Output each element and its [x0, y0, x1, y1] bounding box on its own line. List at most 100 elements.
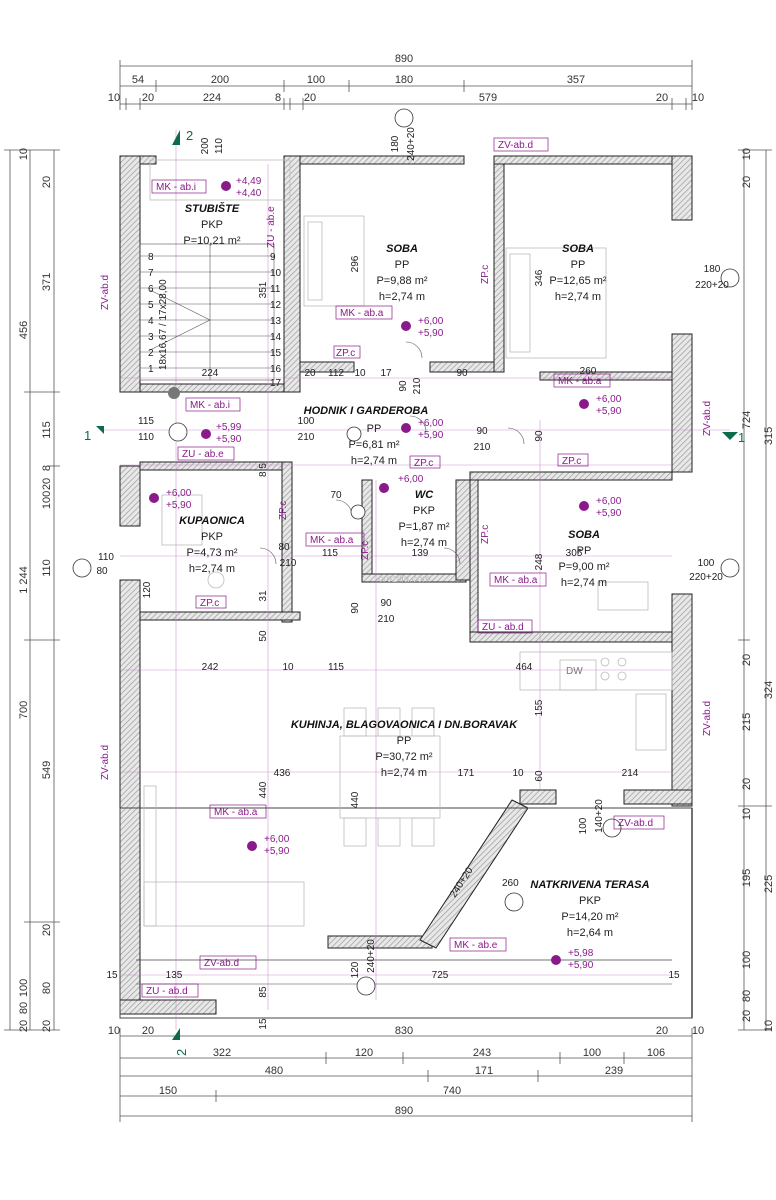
tag-label: MK - ab.i — [156, 182, 196, 193]
room-area: P=30,72 m² — [375, 751, 433, 763]
window-dim: 180 — [704, 264, 721, 275]
level-value: +4,40 — [236, 188, 262, 199]
dim-left-total: 1 244 — [18, 566, 30, 594]
room-floor: PP — [395, 259, 410, 271]
dim-left: 8 — [41, 465, 53, 471]
watermark: crozilla.com — [378, 574, 431, 585]
inner-dim: 725 — [432, 970, 449, 981]
dim-bottom-total: 890 — [395, 1105, 413, 1117]
room-height: h=2,74 m — [189, 563, 235, 575]
dim-left: 80 — [18, 1002, 30, 1014]
dim-right: 10 — [741, 148, 753, 160]
tag-boxes — [141, 137, 665, 998]
dim-right: 20 — [741, 176, 753, 188]
door-dim: 240+20 — [366, 939, 377, 973]
dim-bottom-row4: 150 — [159, 1085, 177, 1097]
inner-dim: 224 — [202, 368, 219, 379]
dim-top-row1: 200 — [211, 74, 229, 86]
level-value: +5,90 — [596, 508, 622, 519]
tag-label: ZP.c — [200, 598, 219, 609]
inner-dim: 260 — [580, 366, 597, 377]
inner-dim: 15 — [258, 1018, 269, 1030]
room-floor: PKP — [201, 531, 223, 543]
door-dim: 120 — [350, 961, 361, 978]
room-soba2: SOBA PP P=12,65 m² h=2,74 m — [549, 243, 607, 303]
dim-bottom-row1: 10 — [692, 1025, 704, 1037]
stair-step: 12 — [270, 300, 282, 311]
dim-left: 80 — [41, 982, 53, 994]
room-name: HODNIK I GARDEROBA — [304, 405, 429, 417]
dim-left: 110 — [41, 559, 53, 577]
inner-dim: 305 — [566, 548, 583, 559]
tag-label: MK - ab.i — [190, 400, 230, 411]
inner-dim: 464 — [516, 662, 533, 673]
dim-top-row2: 20 — [142, 92, 154, 104]
dim-right: 215 — [741, 713, 753, 731]
inner-dim: 346 — [534, 269, 545, 286]
room-area: P=9,88 m² — [376, 275, 427, 287]
door-dim: 90 — [380, 598, 392, 609]
room-name: KUPAONICA — [179, 515, 245, 527]
door-dim: 210 — [280, 558, 297, 569]
tag-label: ZV-ab.d — [702, 701, 713, 736]
dim-right: 724 — [741, 411, 753, 429]
tag-label: ZU - ab.d — [146, 986, 188, 997]
dim-right: 315 — [763, 427, 775, 445]
inner-dim: 15 — [668, 970, 680, 981]
right-dimensions — [738, 149, 772, 1031]
tag-label: ZP.c — [278, 501, 289, 520]
dim-right: 20 — [741, 1010, 753, 1022]
level-value: +6,00 — [418, 316, 444, 327]
tag-label: MK - ab.e — [454, 940, 498, 951]
level-value: +5,90 — [418, 430, 444, 441]
dim-top-total: 890 — [395, 53, 413, 65]
room-name: SOBA — [568, 529, 600, 541]
section-mark-1-right: 1 — [738, 430, 745, 445]
room-height: h=2,74 m — [381, 767, 427, 779]
door-dim: 210 — [378, 614, 395, 625]
dim-bottom-row3: 480 — [265, 1065, 283, 1077]
inner-dim: 31 — [258, 590, 269, 602]
markers — [72, 108, 740, 996]
door-dim: 90 — [398, 380, 409, 392]
room-name: KUHINJA, BLAGOVAONICA I DN.BORAVAK — [291, 719, 518, 731]
door-dim: 210 — [474, 442, 491, 453]
room-kupaonica: KUPAONICA PKP P=4,73 m² h=2,74 m — [179, 515, 245, 575]
window-dim: 110 — [98, 552, 114, 563]
door-dim: 115 — [138, 416, 154, 427]
level-value: +5,98 — [568, 948, 594, 959]
inner-dim: 10 — [512, 768, 524, 779]
inner-dim: 135 — [166, 970, 183, 981]
section-mark-2-bottom: 2 — [174, 1049, 189, 1056]
dim-right: 10 — [763, 1020, 775, 1032]
stair-post — [168, 387, 180, 399]
dim-top-row2: 8 — [275, 92, 281, 104]
tag-label: ZV-ab.d — [204, 958, 239, 969]
level-value: +6,00 — [596, 496, 622, 507]
section-mark-2-top: 2 — [186, 128, 193, 143]
level-value: +4,49 — [236, 176, 262, 187]
tag-label: ZP.c — [480, 525, 491, 544]
room-name: SOBA — [386, 243, 418, 255]
dim-top-row2: 224 — [203, 92, 221, 104]
dim-top-row1: 54 — [132, 74, 144, 86]
door-dim: 100 — [298, 416, 315, 427]
room-floor: PP — [367, 423, 382, 435]
dim-bottom-row2: 243 — [473, 1047, 491, 1059]
room-area: P=1,87 m² — [398, 521, 449, 533]
level-value: +6,00 — [418, 418, 444, 429]
dim-left: 371 — [41, 273, 53, 291]
room-floor: PP — [397, 735, 412, 747]
level-value: +5,90 — [264, 846, 290, 857]
inner-dim: 120 — [142, 581, 153, 598]
stair-step: 15 — [270, 348, 282, 359]
stair-step: 4 — [148, 316, 154, 327]
tag-label: MK - ab.a — [310, 535, 354, 546]
dim-left: 549 — [41, 761, 53, 779]
stair-step: 17 — [270, 378, 282, 389]
tag-label: ZV-ab.d — [100, 745, 111, 780]
inner-dim: 440 — [258, 781, 269, 798]
stair-step: 7 — [148, 268, 154, 279]
stair-step: 5 — [148, 300, 154, 311]
